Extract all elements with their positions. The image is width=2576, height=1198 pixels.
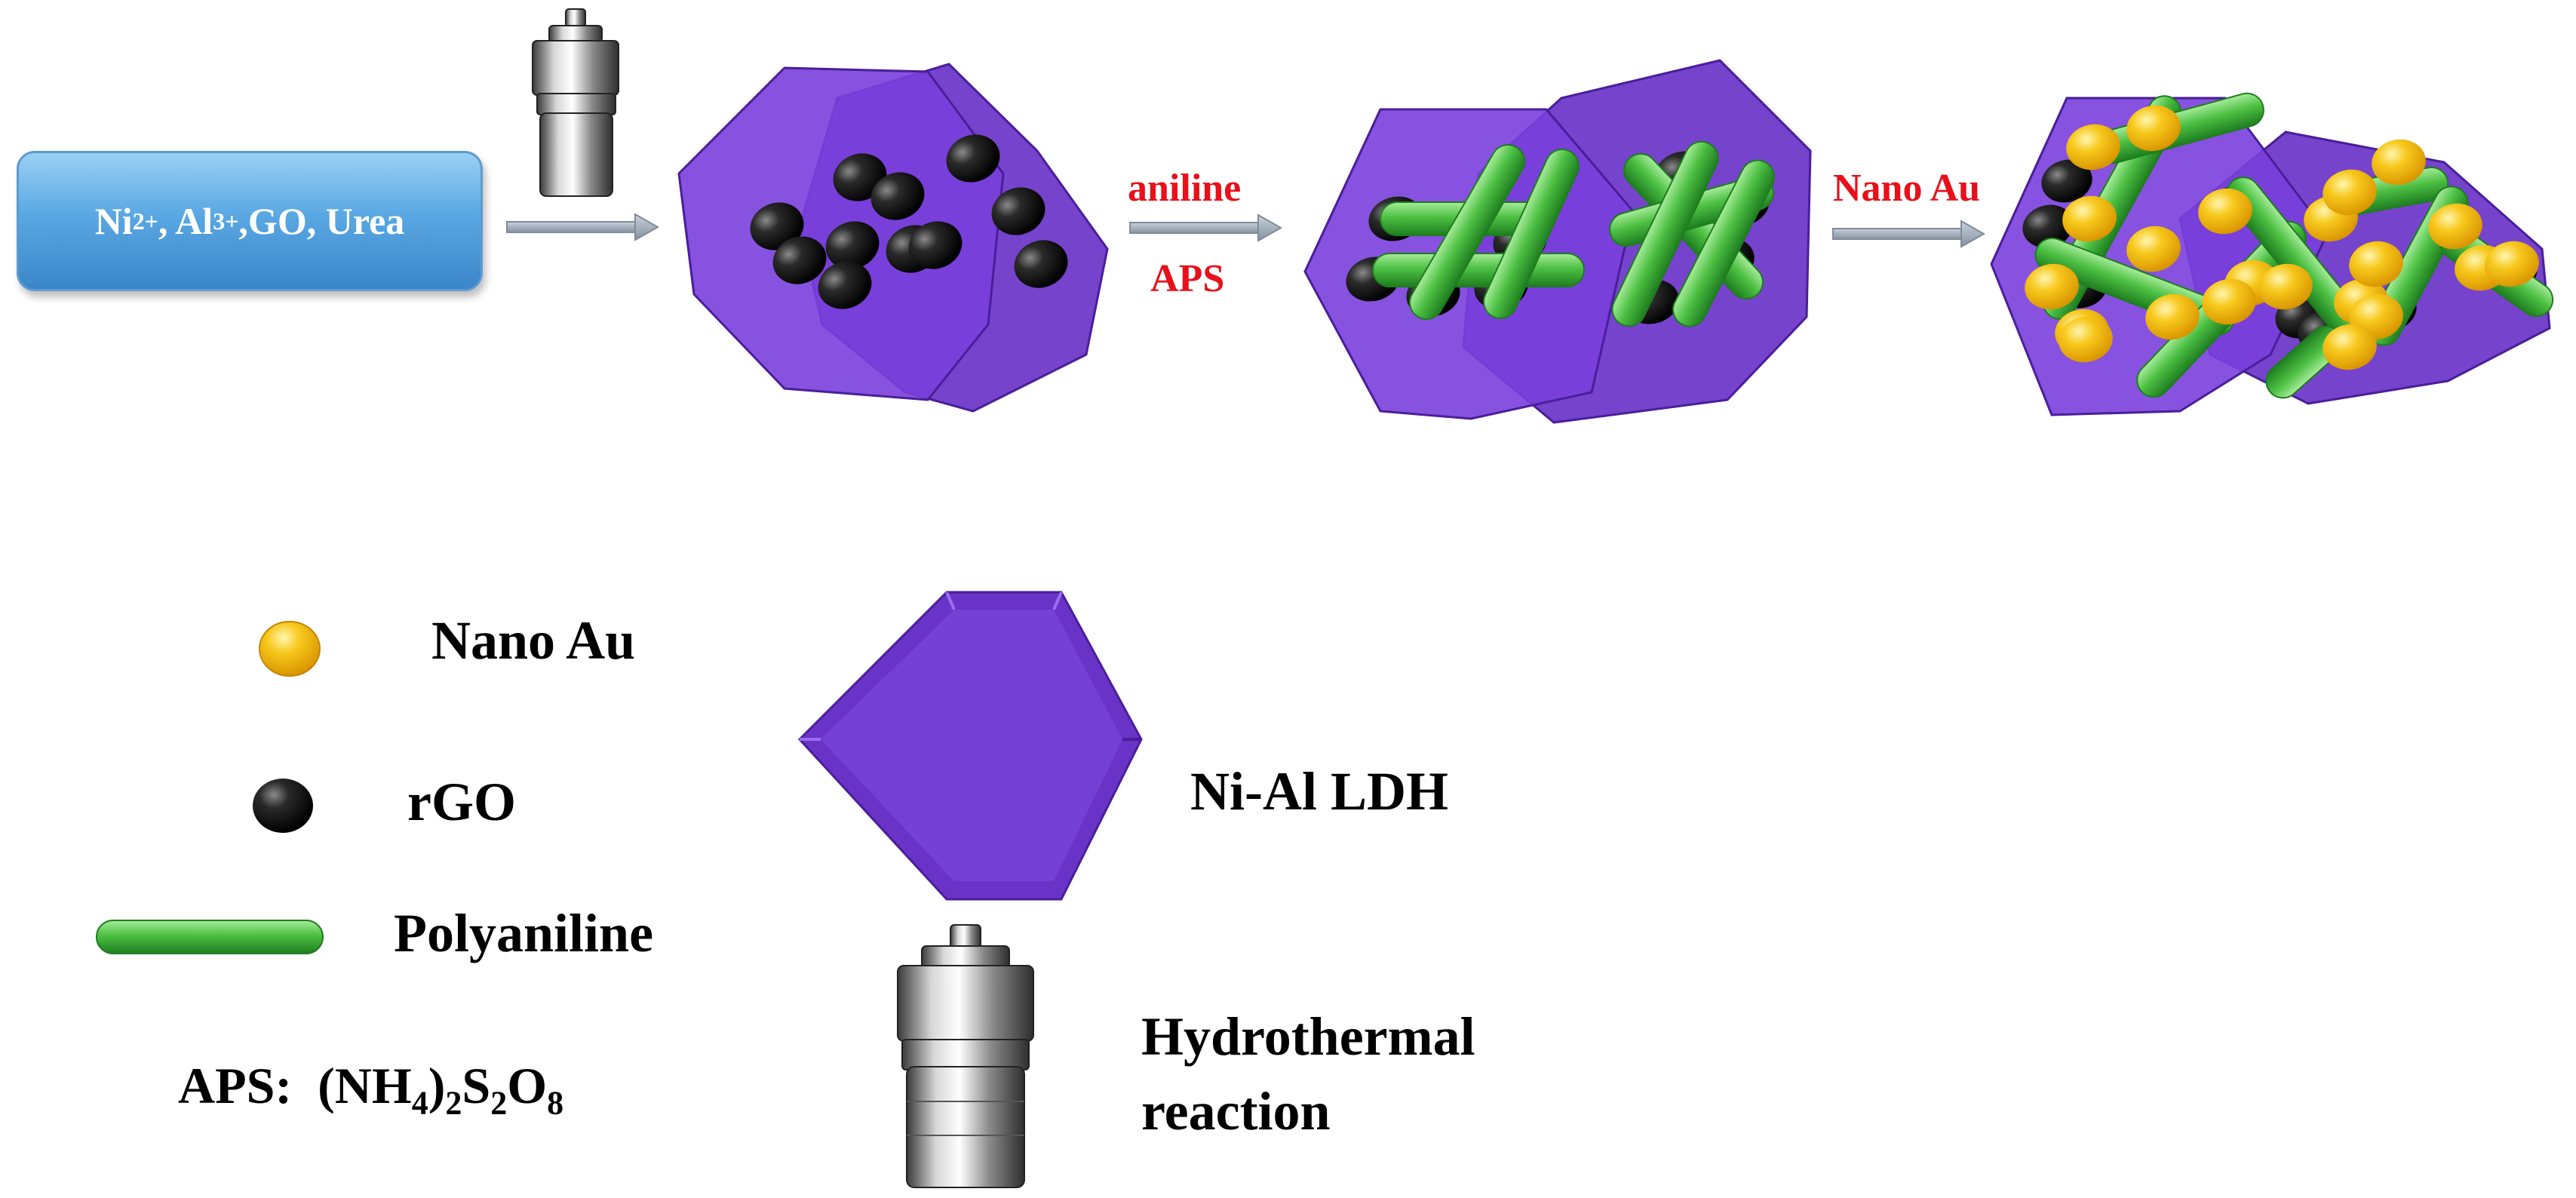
stage-ldh-rgo [677,63,1109,413]
polyaniline-rod [1483,149,1580,319]
rgo-particle [2022,204,2074,248]
step2-reagent-aps: APS [1150,257,1225,300]
rgo-particle [750,202,804,250]
nano-au-particle [2059,316,2113,363]
ni-al-ldh-legend-icon [797,591,1143,901]
aps-sub-4: 4 [411,1084,428,1122]
rgo-particle [946,134,1000,183]
reactant-rest: ,GO, Urea [238,200,405,242]
aps-sub-2b: 2 [490,1084,508,1122]
nano-au-particle [2428,203,2482,250]
reactant-al-charge: 3+ [213,207,239,235]
autoclave-legend-icon [897,924,1034,1188]
rgo-particle [818,261,872,309]
autoclave-icon-small [532,8,619,197]
aps-paren: ) [428,1057,446,1114]
rgo-particle [908,221,963,269]
arrow-1 [506,213,660,241]
legend-label-hydrothermal: Hydrothermal [1141,1006,1475,1067]
polyaniline-rod [1611,140,1719,327]
stage-ldh-rgo-pani-au [1990,92,2554,416]
nano-au-particle [2126,105,2181,152]
polyaniline-rod [1409,144,1525,320]
legend-label-nano-au: Nano Au [431,610,636,671]
nano-au-particle [2202,278,2256,325]
nano-au-particle [2062,195,2117,242]
stage-ldh-rgo-pani [1303,59,1812,424]
rgo-legend-icon [253,779,313,833]
nano-au-particle [2198,188,2252,235]
arrow-3 [1832,220,1986,248]
legend-label-ni-al-ldh: Ni-Al LDH [1190,761,1448,822]
nano-au-particle [2349,241,2403,287]
reactant-ni: Ni [94,200,133,242]
polyaniline-rod [1372,253,1585,287]
step2-reagent-aniline: aniline [1128,167,1242,210]
reactant-al: , Al [158,200,213,242]
aps-nh: (NH [318,1057,412,1114]
step3-reagent-nano-au: Nano Au [1833,167,1981,210]
aps-sub-8: 8 [547,1084,564,1122]
polyaniline-rod [1672,159,1775,327]
legend-label-polyaniline: Polyaniline [394,903,654,963]
rgo-particle [1014,240,1068,288]
nano-au-particle [2323,169,2377,216]
reactant-ni-charge: 2+ [132,207,158,235]
nano-au-particle [2126,226,2181,272]
nano-au-particle [2066,124,2120,170]
aps-o: O [507,1057,548,1114]
nano-au-particle [2145,293,2200,340]
legend-label-reaction: reaction [1141,1081,1331,1141]
rgo-particle [772,236,827,284]
nano-au-particle [2372,139,2426,186]
rgo-particle [2041,159,2092,203]
rgo-particle [870,172,925,220]
nano-au-legend-icon [259,621,321,677]
arrow-2 [1129,213,1283,242]
aps-sub-2a: 2 [445,1084,462,1122]
aps-prefix: APS: [178,1057,293,1114]
rgo-particle [825,221,880,269]
nano-au-particle [2323,324,2377,370]
aps-formula: APS: (NH4)2S2O8 [178,1056,563,1123]
nano-au-particle [2485,241,2539,287]
rgo-particle [991,187,1045,235]
aps-s: S [462,1057,491,1114]
nano-au-particle [2025,263,2079,310]
legend-label-rgo: rGO [407,772,516,832]
polyaniline-legend-icon [96,920,324,954]
nano-au-particle [2258,263,2313,310]
